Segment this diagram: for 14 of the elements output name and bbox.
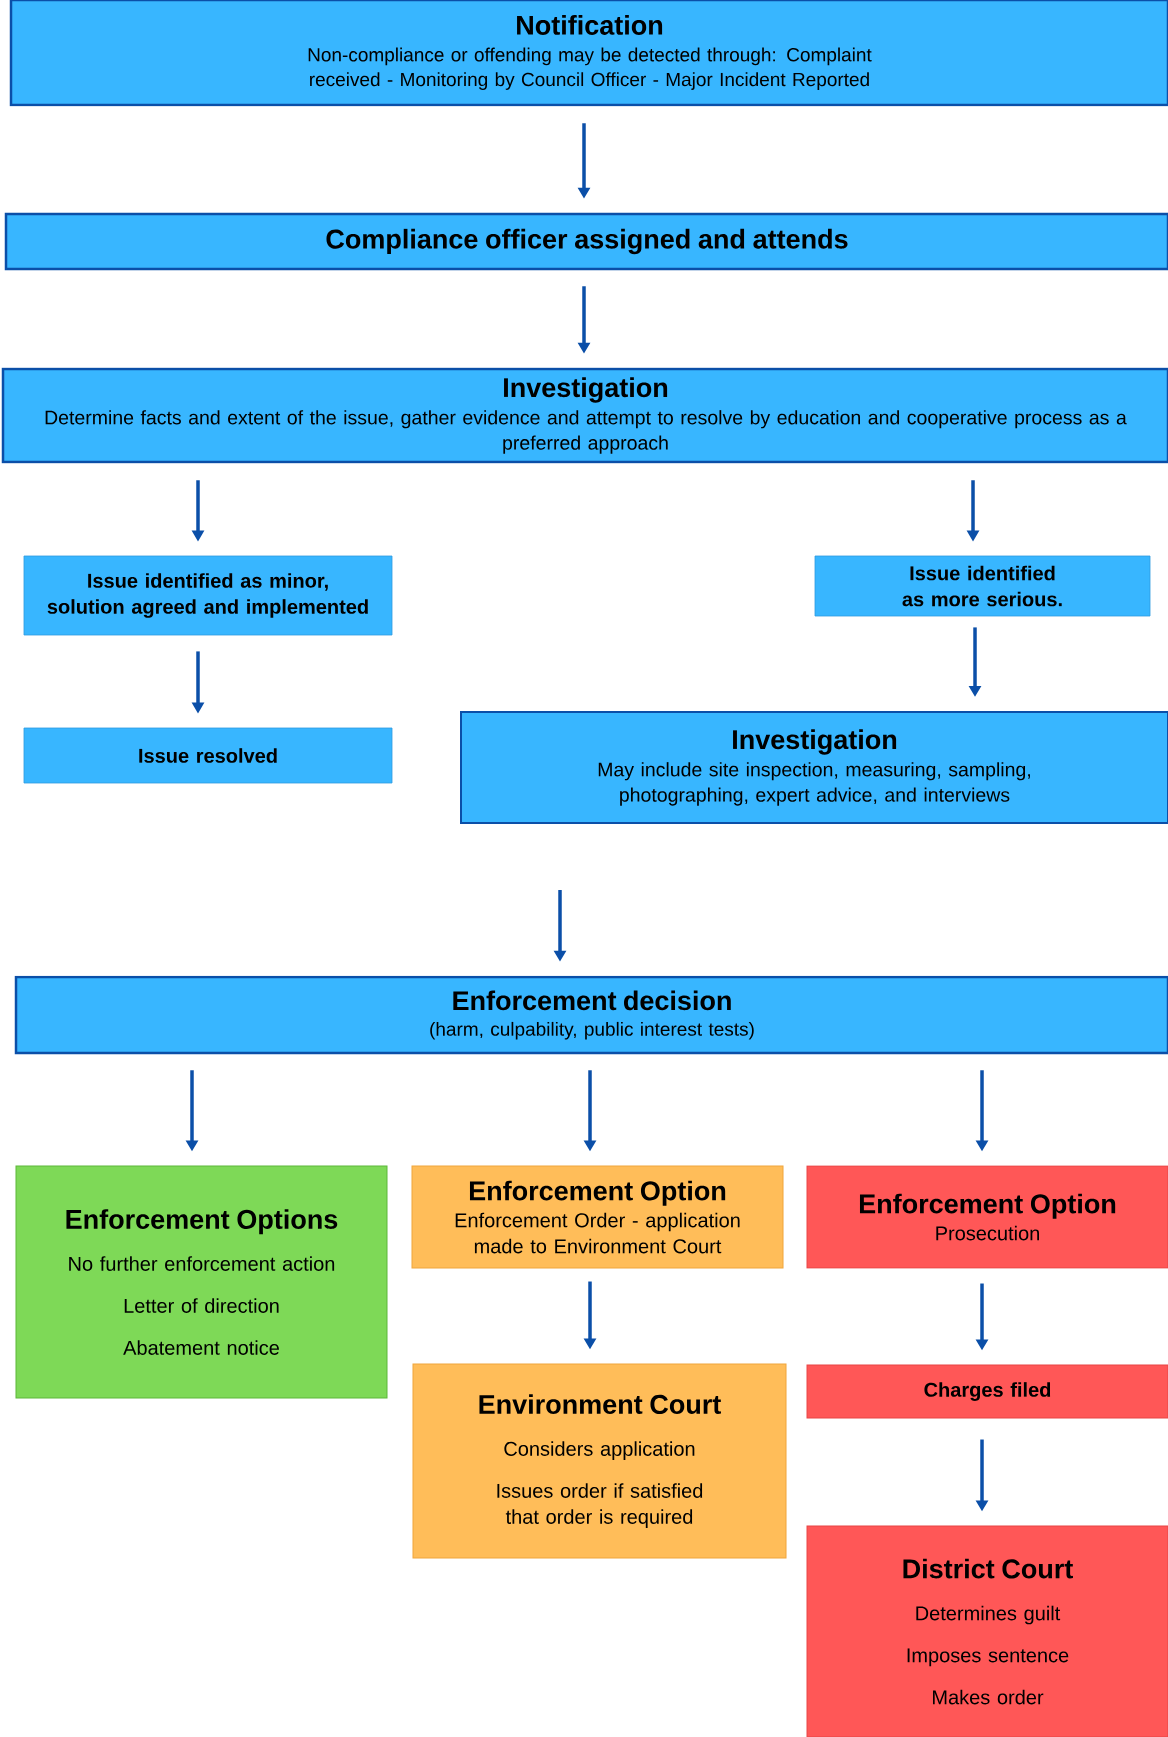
option-box: Enforcement Option Prosecution — [806, 1165, 1168, 1269]
process-box: Compliance officer assigned and attends — [4, 212, 1168, 271]
court-box: Environment Court Considers application Issues order if satisfied that order is required — [412, 1363, 787, 1559]
process-box: Issue identified as minor, solution agreed and implemented — [23, 555, 393, 636]
process-box: Issue resolved — [23, 727, 393, 784]
process-box: Investigation Determine facts and extent of the issue, gather evidence and attempt to resolve by education and cooperative process as a preferred approach — [1, 367, 1168, 464]
option-box: Enforcement Options No further enforcement action Letter of direction Abatement notice — [15, 1165, 388, 1399]
process-box: Investigation May include site inspection, measuring, sampling, photographing, expert advice, and interviews — [460, 711, 1168, 824]
option-box: Enforcement Option Enforcement Order - application made to Environment Court — [411, 1165, 784, 1269]
heading-box: Notification Non-compliance or offending may be detected through: Complaint received - Monitoring by Council Officer - Major Incident Reported — [9, 0, 1168, 107]
process-box: Issue identified as more serious. — [814, 555, 1151, 617]
court-box: District Court Determines guilt Imposes sentence Makes order — [806, 1525, 1168, 1737]
decision-box: Enforcement decision (harm, culpability, public interest tests) — [14, 975, 1168, 1055]
process-box: Charges filed — [806, 1364, 1168, 1419]
